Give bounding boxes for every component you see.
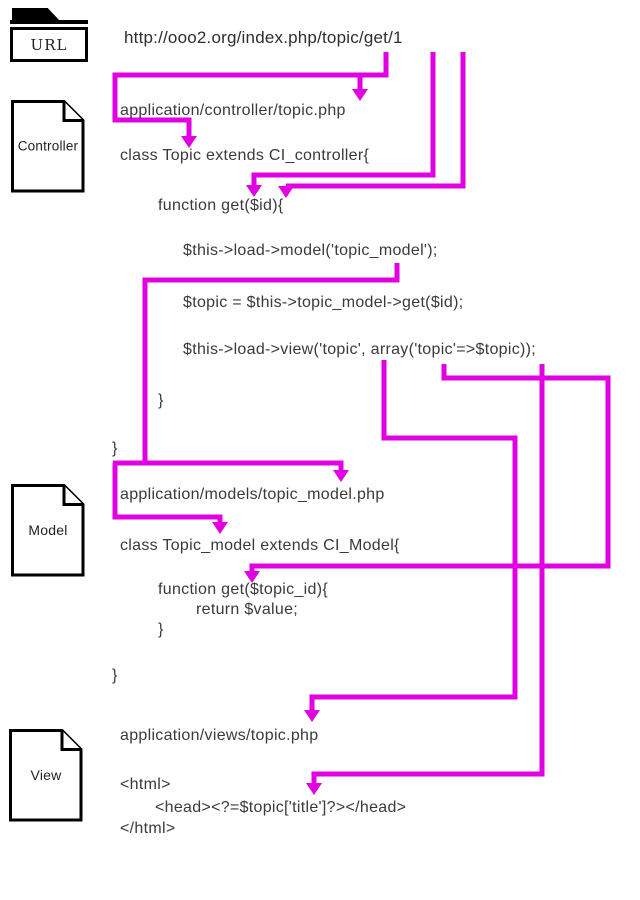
controller-doc-label: Controller — [17, 138, 79, 154]
document-icon-view: View — [8, 728, 84, 823]
page-outline — [11, 100, 85, 193]
page-outline — [11, 484, 85, 577]
controller-load-model-line: $this->load->model('topic_model'); — [183, 242, 438, 259]
controller-model-get-line: $topic = $this->topic_model->get($id); — [183, 294, 464, 311]
view-html-open: <html> — [120, 776, 171, 793]
view-html-close: </html> — [120, 820, 176, 837]
url-folder-label: URL — [30, 35, 68, 54]
model-return-line: return $value; — [196, 601, 299, 618]
arrow-url-get-to-function — [246, 52, 436, 197]
model-file-path: application/models/topic_model.php — [120, 486, 385, 503]
document-icon-model: Model — [10, 483, 86, 578]
arrow-url-id-to-param — [278, 52, 466, 198]
folder-icon-url: URL — [10, 8, 88, 62]
view-doc-label: View — [30, 766, 62, 783]
folder-tab — [12, 8, 59, 20]
arrow-view-string-to-view-file — [304, 360, 518, 722]
controller-class-close: } — [112, 440, 118, 457]
folder-top-bar — [10, 20, 88, 24]
controller-function-close: } — [158, 392, 164, 409]
page-outline — [9, 729, 83, 822]
arrow-model-string-to-model-file — [112, 263, 400, 534]
arrow-array-to-model-get — [244, 364, 611, 583]
url-text: http://ooo2.org/index.php/topic/get/1 — [124, 28, 403, 47]
model-class-close: } — [112, 667, 118, 684]
view-head-line: <head><?=$topic['title']?></head> — [155, 799, 407, 816]
model-function-close: } — [158, 621, 164, 638]
model-function-line: function get($topic_id){ — [158, 581, 328, 598]
controller-function-line: function get($id){ — [158, 197, 284, 214]
controller-class-line: class Topic extends CI_controller{ — [120, 147, 370, 164]
arrow-topic-var-to-view-title — [306, 364, 545, 795]
document-icon-controller: Controller — [10, 99, 86, 194]
controller-file-path: application/controller/topic.php — [120, 102, 346, 119]
folder-body: URL — [10, 27, 88, 62]
model-doc-label: Model — [28, 521, 68, 538]
model-class-line: class Topic_model extends CI_Model{ — [120, 537, 400, 554]
controller-load-view-line: $this->load->view('topic', array('topic'… — [183, 341, 536, 358]
view-file-path: application/views/topic.php — [120, 727, 319, 744]
arrow-url-topic-to-controller — [112, 52, 389, 148]
